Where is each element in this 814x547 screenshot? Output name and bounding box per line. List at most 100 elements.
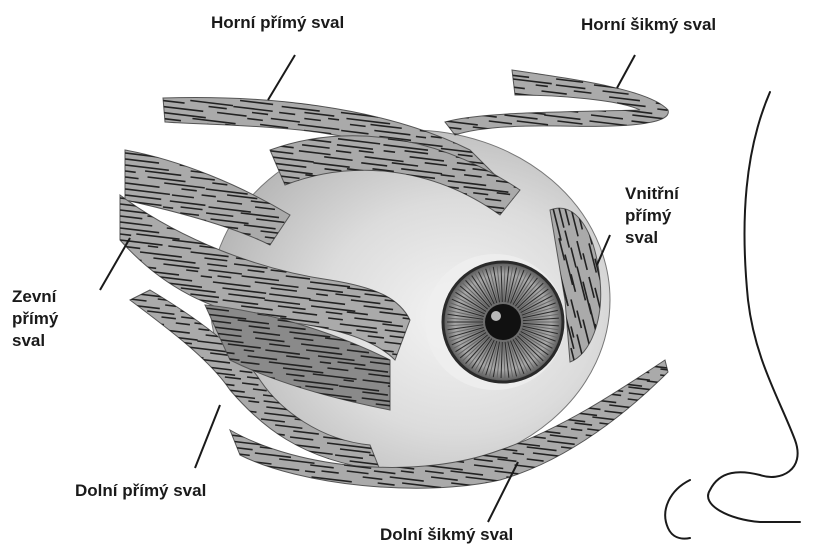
striation — [530, 471, 565, 475]
striation — [130, 395, 172, 400]
striation — [495, 137, 532, 141]
striation — [167, 371, 192, 374]
striation — [585, 441, 615, 445]
striation — [167, 401, 206, 406]
striation — [498, 103, 535, 107]
striation — [608, 447, 652, 452]
striation — [159, 407, 202, 412]
striation — [120, 324, 142, 327]
striation — [620, 369, 650, 373]
striation — [644, 405, 670, 408]
striation — [554, 459, 579, 462]
striation — [658, 447, 678, 449]
striation — [221, 177, 247, 180]
striation — [617, 429, 638, 432]
striation — [130, 335, 145, 337]
striation — [130, 353, 151, 355]
striation — [635, 417, 667, 421]
striation — [664, 459, 698, 463]
striation — [605, 471, 632, 474]
striation — [592, 477, 607, 479]
striation — [142, 342, 181, 347]
striation — [515, 145, 541, 148]
label-medial-rectus-line-3: sval — [625, 227, 679, 249]
label-superior-oblique: Horní šikmý sval — [581, 14, 716, 36]
striation — [445, 97, 462, 99]
striation — [481, 79, 506, 82]
striation — [450, 113, 481, 117]
striation — [120, 276, 143, 279]
striation — [238, 183, 253, 185]
striation — [227, 143, 267, 148]
striation — [626, 441, 666, 446]
striation — [417, 107, 437, 109]
striation — [635, 435, 657, 438]
striation — [463, 107, 484, 110]
striation — [381, 107, 409, 110]
label-lateral-rectus-line-3: sval — [12, 330, 58, 352]
striation — [414, 101, 437, 104]
striation — [398, 119, 430, 123]
striation — [153, 347, 176, 350]
striation — [130, 437, 143, 439]
striation — [159, 413, 201, 418]
striation — [175, 449, 210, 453]
striation — [130, 377, 150, 379]
striation — [205, 386, 230, 389]
striation — [201, 467, 216, 469]
striation — [188, 443, 204, 445]
striation — [476, 103, 489, 105]
striation — [130, 449, 170, 454]
striation — [236, 131, 270, 135]
striation — [182, 437, 217, 441]
striation — [506, 131, 550, 136]
striation — [205, 392, 236, 396]
striation — [361, 101, 404, 106]
striation — [506, 477, 539, 481]
striation — [618, 477, 658, 482]
striation — [636, 411, 653, 413]
striation — [120, 306, 135, 308]
striation — [220, 171, 262, 176]
striation — [226, 167, 249, 170]
striation — [653, 453, 686, 457]
striation — [488, 107, 514, 110]
striation — [524, 483, 562, 488]
striation — [567, 483, 591, 486]
striation — [591, 103, 611, 105]
striation — [639, 483, 676, 487]
striation — [650, 429, 666, 431]
striation — [629, 85, 663, 89]
striation — [230, 417, 244, 419]
striation — [163, 125, 195, 129]
striation — [163, 155, 174, 156]
striation — [230, 471, 255, 474]
striation — [523, 127, 567, 132]
striation — [130, 323, 143, 325]
striation — [357, 107, 371, 109]
striation — [120, 348, 136, 350]
striation — [222, 467, 244, 470]
striation — [120, 270, 131, 271]
striation — [156, 383, 180, 386]
striation — [120, 336, 159, 341]
striation — [234, 413, 253, 415]
striation — [214, 159, 255, 164]
label-inferior-oblique: Dolní šikmý sval — [380, 524, 513, 546]
striation — [266, 137, 286, 139]
striation — [168, 467, 189, 470]
label-medial-rectus: Vnitřní přímý sval — [625, 183, 679, 249]
striation — [130, 371, 161, 375]
striation — [601, 453, 644, 458]
striation — [130, 455, 175, 460]
striation — [292, 137, 308, 139]
leader-horni-primy — [268, 55, 295, 100]
striation — [190, 231, 213, 234]
striation — [651, 465, 673, 468]
striation — [164, 461, 188, 464]
striation — [157, 377, 168, 378]
striation — [130, 461, 154, 464]
striation — [163, 143, 185, 146]
striation — [509, 133, 520, 134]
